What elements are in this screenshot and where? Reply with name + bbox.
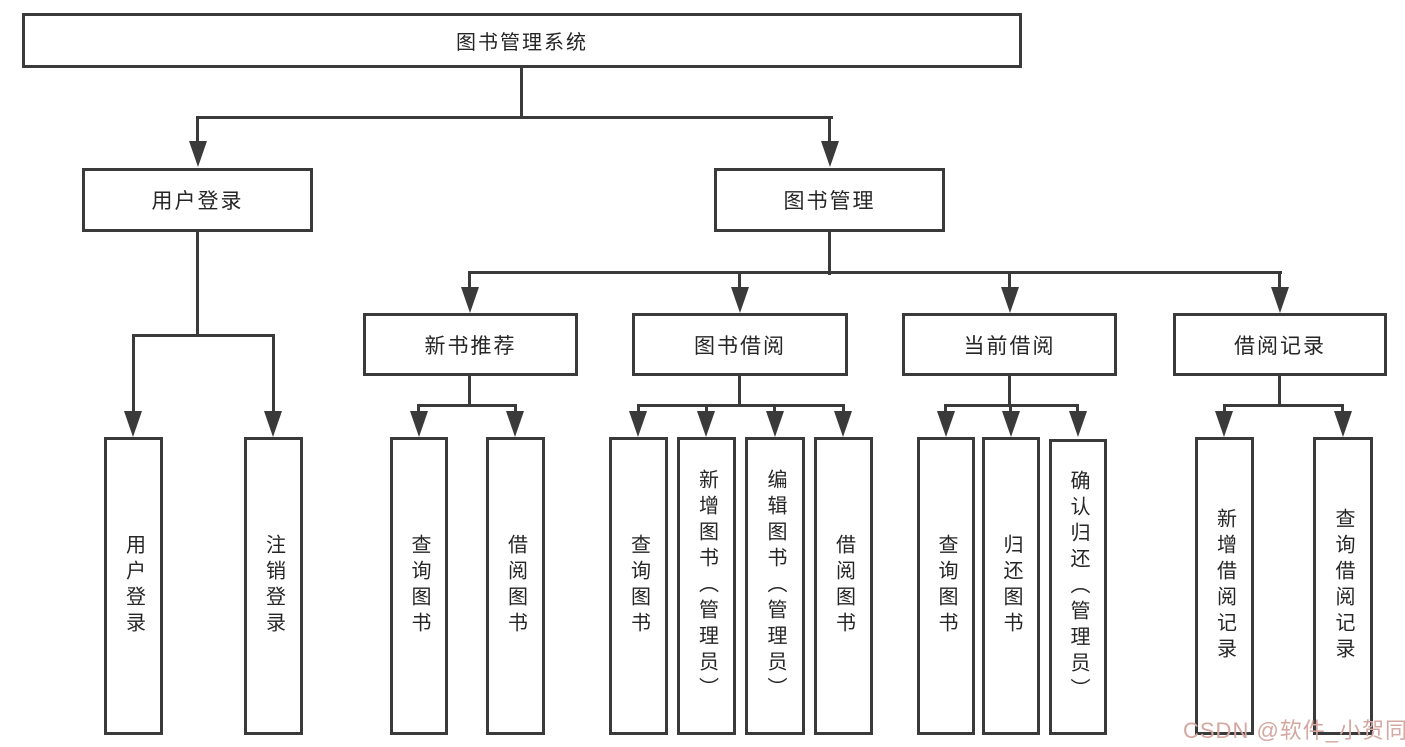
node-current-borrow-label: 当前借阅 [963, 334, 1056, 358]
leaf-user-login-label: 用户登录 [122, 534, 145, 638]
node-root-label: 图书管理系统 [456, 32, 588, 54]
connector-leaf-drop [842, 404, 845, 414]
connector-book-borrow-bus [637, 404, 845, 407]
node-book-borrow: 图书借阅 [632, 313, 848, 376]
connector-current-borrow-stem [1008, 376, 1011, 407]
node-user-login: 用户登录 [82, 168, 313, 232]
leaf-logout: 注销登录 [244, 437, 303, 735]
node-book-borrow-label: 图书借阅 [694, 334, 786, 358]
leaf-borrow-books-label: 借阅图书 [832, 534, 855, 638]
leaf-logout-label: 注销登录 [262, 534, 285, 638]
connector-borrow-records-bus [1223, 404, 1344, 407]
arrowhead-leaf-icon [834, 411, 852, 437]
connector-book-mgmt-stem [828, 232, 831, 275]
connector-leaf-drop [637, 404, 640, 414]
connector-book-mgmt-drop [828, 116, 831, 144]
arrowhead-leaf-icon [766, 411, 784, 437]
leaf-edit-books-admin-label: 编辑图书（管理员） [764, 469, 786, 703]
connector-level2-bus [197, 116, 833, 119]
arrowhead-leaf-icon [1334, 411, 1352, 437]
connector-leaf-drop [944, 404, 947, 414]
connector-leaf-drop [705, 404, 708, 414]
leaf-borrow-query-books: 查询图书 [609, 437, 668, 735]
connector-level3-bus [469, 271, 1282, 274]
leaf-current-query-books: 查询图书 [917, 437, 975, 735]
arrowhead-leaf-icon [697, 411, 715, 437]
arrowhead-leaf-icon [937, 411, 955, 437]
leaf-newrec-borrow-books: 借阅图书 [486, 437, 545, 735]
node-book-management: 图书管理 [714, 168, 945, 232]
connector-user-login-stem [196, 232, 199, 337]
node-borrow-records-label: 借阅记录 [1234, 334, 1326, 358]
connector-current-borrow-bus [945, 404, 1079, 407]
connector-borrow-records-drop [1278, 271, 1281, 291]
leaf-edit-books-admin: 编辑图书（管理员） [745, 437, 805, 735]
connector-leaf-drop [773, 404, 776, 414]
node-current-borrow: 当前借阅 [902, 313, 1117, 376]
connector-user-login-bus [132, 334, 275, 337]
connector-leaf-login-drop [132, 334, 135, 413]
arrowhead-user-login-icon [189, 141, 207, 167]
connector-book-borrow-stem [738, 376, 741, 407]
leaf-newrec-query-books-label: 查询图书 [408, 534, 430, 638]
leaf-return-books: 归还图书 [982, 437, 1040, 735]
leaf-confirm-return-admin-label: 确认归还（管理员） [1067, 470, 1089, 704]
arrowhead-book-mgmt-icon [821, 141, 839, 167]
connector-leaf-drop [1076, 404, 1079, 414]
arrowhead-leaf-icon [410, 411, 428, 437]
leaf-confirm-return-admin: 确认归还（管理员） [1049, 439, 1107, 735]
connector-leaf-logout-drop [272, 334, 275, 413]
leaf-query-borrow-record-label: 查询借阅记录 [1332, 508, 1354, 664]
node-user-login-label: 用户登录 [151, 190, 244, 213]
node-new-book-recommend: 新书推荐 [363, 313, 578, 376]
connector-current-borrow-drop [1008, 271, 1011, 291]
node-root: 图书管理系统 [22, 13, 1022, 68]
leaf-current-query-books-label: 查询图书 [935, 534, 957, 638]
connector-leaf-drop [417, 404, 420, 414]
leaf-newrec-query-books: 查询图书 [390, 437, 448, 735]
leaf-borrow-query-books-label: 查询图书 [627, 534, 650, 638]
arrowhead-leaf-logout-icon [264, 411, 282, 437]
connector-leaf-drop [514, 404, 517, 414]
connector-user-login-drop [196, 116, 199, 144]
connector-new-rec-drop [468, 271, 471, 291]
connector-book-borrow-drop [738, 271, 741, 291]
leaf-return-books-label: 归还图书 [1000, 534, 1022, 638]
arrowhead-new-rec-icon [461, 287, 479, 313]
leaf-query-borrow-record: 查询借阅记录 [1313, 437, 1373, 735]
node-book-management-label: 图书管理 [783, 190, 876, 213]
connector-leaf-drop [1009, 404, 1012, 414]
arrowhead-current-borrow-icon [1001, 287, 1019, 313]
connector-root-stem [520, 68, 523, 119]
connector-new-rec-stem [468, 376, 471, 407]
connector-new-rec-bus [418, 404, 517, 407]
leaf-add-borrow-record-label: 新增借阅记录 [1213, 508, 1236, 664]
leaf-add-books-admin: 新增图书（管理员） [677, 437, 736, 735]
arrowhead-leaf-icon [629, 411, 647, 437]
arrowhead-leaf-icon [1002, 411, 1020, 437]
connector-borrow-records-stem [1278, 376, 1281, 407]
leaf-add-books-admin-label: 新增图书（管理员） [695, 469, 718, 703]
arrowhead-leaf-icon [1069, 411, 1087, 437]
arrowhead-leaf-icon [1215, 411, 1233, 437]
connector-leaf-drop [1223, 404, 1226, 414]
arrowhead-book-borrow-icon [731, 287, 749, 313]
connector-leaf-drop [1341, 404, 1344, 414]
node-new-book-recommend-label: 新书推荐 [424, 334, 517, 358]
leaf-add-borrow-record: 新增借阅记录 [1195, 437, 1254, 735]
node-borrow-records: 借阅记录 [1173, 313, 1387, 376]
leaf-borrow-books: 借阅图书 [814, 437, 873, 735]
arrowhead-leaf-login-icon [124, 411, 142, 437]
csdn-watermark: CSDN @软件_小贺同学 [1183, 718, 1405, 743]
leaf-newrec-borrow-books-label: 借阅图书 [504, 534, 527, 638]
arrowhead-borrow-records-icon [1271, 287, 1289, 313]
arrowhead-leaf-icon [506, 411, 524, 437]
leaf-user-login: 用户登录 [104, 437, 163, 735]
